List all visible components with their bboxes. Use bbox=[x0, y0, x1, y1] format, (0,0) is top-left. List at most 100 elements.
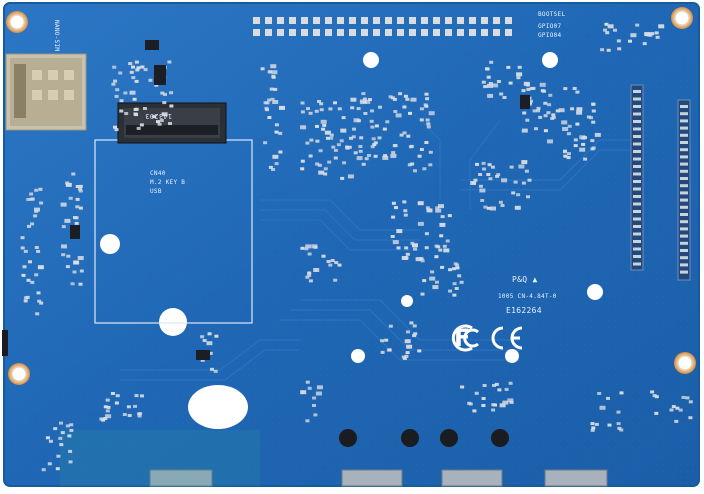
smd-pad bbox=[25, 295, 30, 299]
header-pin bbox=[397, 17, 404, 24]
header-pin bbox=[385, 29, 392, 36]
smd-pad bbox=[575, 122, 580, 126]
smd-pad bbox=[678, 408, 683, 412]
smd-pad bbox=[590, 428, 595, 432]
connector-pin bbox=[680, 227, 688, 231]
connector-pin bbox=[680, 184, 688, 188]
smd-pad bbox=[402, 357, 407, 360]
connector-pin bbox=[680, 148, 688, 152]
smd-pad bbox=[53, 427, 58, 431]
smd-pad bbox=[413, 332, 418, 336]
ic-package bbox=[520, 95, 530, 109]
smd-pad bbox=[681, 395, 686, 399]
mounting-holes bbox=[6, 7, 696, 385]
smd-pad bbox=[115, 394, 120, 398]
smd-pad bbox=[452, 267, 457, 271]
smd-pad bbox=[426, 125, 431, 129]
smd-pad bbox=[137, 412, 142, 416]
smd-pad bbox=[161, 112, 168, 117]
smd-pad bbox=[424, 104, 429, 108]
smd-pad bbox=[401, 256, 408, 260]
silk-marking-brand: P&Q ▲ bbox=[512, 275, 538, 284]
connector-pin bbox=[633, 217, 641, 221]
smd-pad bbox=[318, 170, 325, 175]
smd-pad bbox=[404, 246, 409, 250]
smd-pad bbox=[315, 139, 320, 143]
smd-pad bbox=[452, 282, 457, 286]
connector-pin bbox=[680, 169, 688, 173]
smd-pad bbox=[488, 177, 493, 181]
ic-package bbox=[154, 65, 166, 85]
smd-pad bbox=[529, 99, 533, 103]
smd-pad bbox=[323, 167, 328, 171]
smd-pad bbox=[110, 392, 115, 395]
smd-pad bbox=[336, 143, 341, 147]
smd-pad bbox=[410, 162, 415, 166]
silk-slot-line-1: CN40 bbox=[150, 170, 166, 177]
connector-pin bbox=[633, 225, 641, 228]
smd-pad bbox=[566, 156, 571, 160]
smd-pad bbox=[383, 154, 388, 158]
smd-pad bbox=[447, 214, 452, 218]
smd-pad bbox=[329, 136, 334, 140]
smd-pad bbox=[377, 136, 382, 140]
smd-pad bbox=[380, 350, 385, 354]
smd-pad bbox=[526, 87, 531, 91]
smd-pad bbox=[534, 127, 538, 131]
smd-pad bbox=[470, 181, 477, 185]
smd-pad bbox=[60, 431, 65, 435]
smd-pad bbox=[305, 419, 310, 423]
connector-pin bbox=[633, 202, 641, 206]
smd-pad bbox=[425, 206, 430, 210]
smd-pad bbox=[555, 109, 560, 113]
smd-pad bbox=[264, 106, 269, 110]
smd-pad bbox=[516, 193, 521, 197]
header-pin bbox=[409, 17, 416, 24]
smd-pad bbox=[75, 197, 80, 201]
smd-pad bbox=[617, 47, 622, 51]
smd-pad bbox=[526, 195, 530, 199]
smd-pad bbox=[474, 391, 479, 395]
smd-pad bbox=[317, 100, 321, 103]
smd-pad bbox=[319, 108, 324, 112]
smd-pad bbox=[490, 165, 495, 169]
smd-pad bbox=[314, 109, 319, 113]
smd-pad bbox=[273, 87, 278, 91]
pcb-trace bbox=[399, 99, 441, 200]
connector-pin bbox=[680, 119, 688, 123]
smd-pad bbox=[501, 178, 508, 183]
smd-pad bbox=[417, 221, 424, 226]
smd-pad bbox=[392, 240, 399, 245]
smd-pad bbox=[500, 204, 505, 207]
smd-pad bbox=[73, 260, 80, 265]
smd-pad bbox=[68, 449, 73, 453]
smd-pad bbox=[353, 151, 358, 155]
smd-pad bbox=[260, 67, 265, 71]
smd-pad bbox=[619, 391, 624, 395]
pcb-trace bbox=[260, 199, 420, 231]
smd-pad bbox=[169, 104, 174, 108]
smd-pad bbox=[422, 167, 427, 171]
sim-card-holder bbox=[5, 53, 87, 131]
smd-pad bbox=[140, 65, 145, 69]
smd-pad bbox=[26, 198, 31, 201]
connector-pin bbox=[680, 263, 688, 267]
smd-pad bbox=[481, 80, 486, 84]
smd-pad bbox=[607, 24, 614, 29]
pcb-trace bbox=[300, 299, 520, 341]
smd-pad bbox=[208, 351, 213, 355]
smd-pad bbox=[398, 92, 403, 96]
header-pin bbox=[481, 17, 488, 24]
smd-pad bbox=[315, 124, 319, 128]
smd-pad bbox=[135, 68, 140, 72]
smd-pad bbox=[352, 127, 356, 131]
smd-pad bbox=[169, 91, 174, 95]
smd-pad bbox=[483, 85, 488, 89]
silk-marking-brand-text: P&Q bbox=[512, 275, 528, 284]
smd-pad bbox=[488, 82, 493, 85]
smd-pad bbox=[439, 222, 446, 227]
header-pin bbox=[325, 17, 332, 24]
smd-pad bbox=[590, 422, 595, 426]
smd-pad bbox=[325, 136, 330, 140]
